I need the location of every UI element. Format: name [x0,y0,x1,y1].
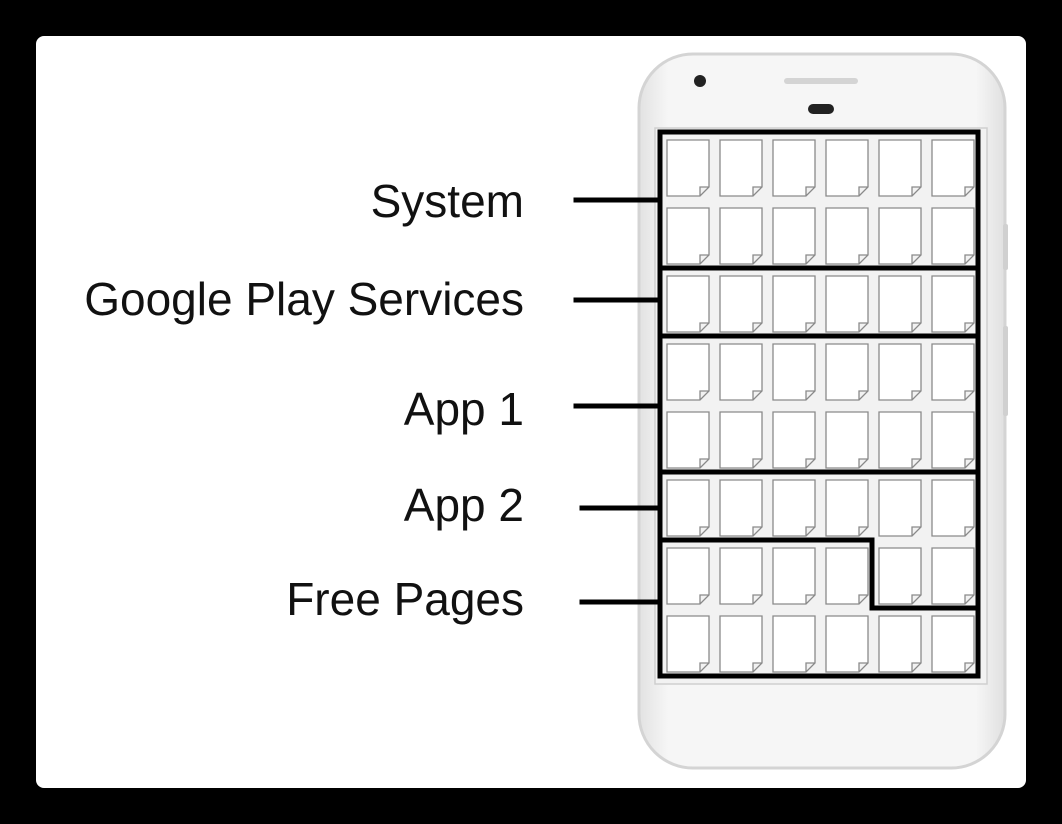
memory-page-icon [878,343,922,401]
memory-page-icon [931,207,975,265]
memory-page-icon [931,479,975,537]
memory-page-icon [772,615,816,673]
memory-page-icon [666,615,710,673]
label-leader-lines [573,197,663,605]
label-app-2: App 2 [403,479,524,531]
memory-page-icon [719,207,763,265]
memory-diagram [573,52,1008,770]
memory-page-icon [878,411,922,469]
memory-page-icon [825,479,869,537]
memory-page-icon [666,411,710,469]
memory-page-icon [825,139,869,197]
memory-page-icon [931,275,975,333]
memory-page-icon [825,411,869,469]
memory-page-icon [825,547,869,605]
memory-page-icon [878,207,922,265]
memory-page-icon [772,547,816,605]
memory-page-icon [719,479,763,537]
memory-page-icon [931,139,975,197]
memory-page-icon [878,275,922,333]
memory-pages-grid [666,139,975,673]
memory-page-icon [719,615,763,673]
memory-page-icon [825,207,869,265]
phone-side-button [1003,224,1008,270]
memory-page-icon [825,343,869,401]
label-app-1: App 1 [403,383,524,435]
memory-page-icon [772,411,816,469]
memory-page-icon [719,343,763,401]
memory-page-icon [719,275,763,333]
phone-sensor [808,104,834,114]
memory-page-icon [931,547,975,605]
diagram-card: System Google Play Services App 1 App 2 … [36,36,1026,788]
memory-page-icon [878,547,922,605]
memory-page-icon [772,139,816,197]
label-system: System [370,175,524,227]
memory-page-icon [825,615,869,673]
memory-page-icon [772,207,816,265]
memory-page-icon [931,343,975,401]
memory-page-icon [666,343,710,401]
phone-side-button [1003,326,1008,416]
memory-page-icon [825,275,869,333]
memory-page-icon [719,547,763,605]
phone-speaker [784,78,858,84]
phone-camera-icon [694,75,706,87]
memory-page-icon [772,479,816,537]
memory-page-icon [666,139,710,197]
memory-page-icon [666,207,710,265]
label-free-pages: Free Pages [286,573,524,625]
memory-page-icon [878,615,922,673]
memory-page-icon [931,411,975,469]
memory-page-icon [666,547,710,605]
memory-page-icon [772,275,816,333]
memory-page-icon [772,343,816,401]
memory-page-icon [931,615,975,673]
memory-page-icon [878,479,922,537]
memory-page-icon [878,139,922,197]
memory-page-icon [719,139,763,197]
memory-page-icon [666,275,710,333]
memory-page-icon [666,479,710,537]
memory-page-icon [719,411,763,469]
label-google-play-services: Google Play Services [84,273,524,325]
